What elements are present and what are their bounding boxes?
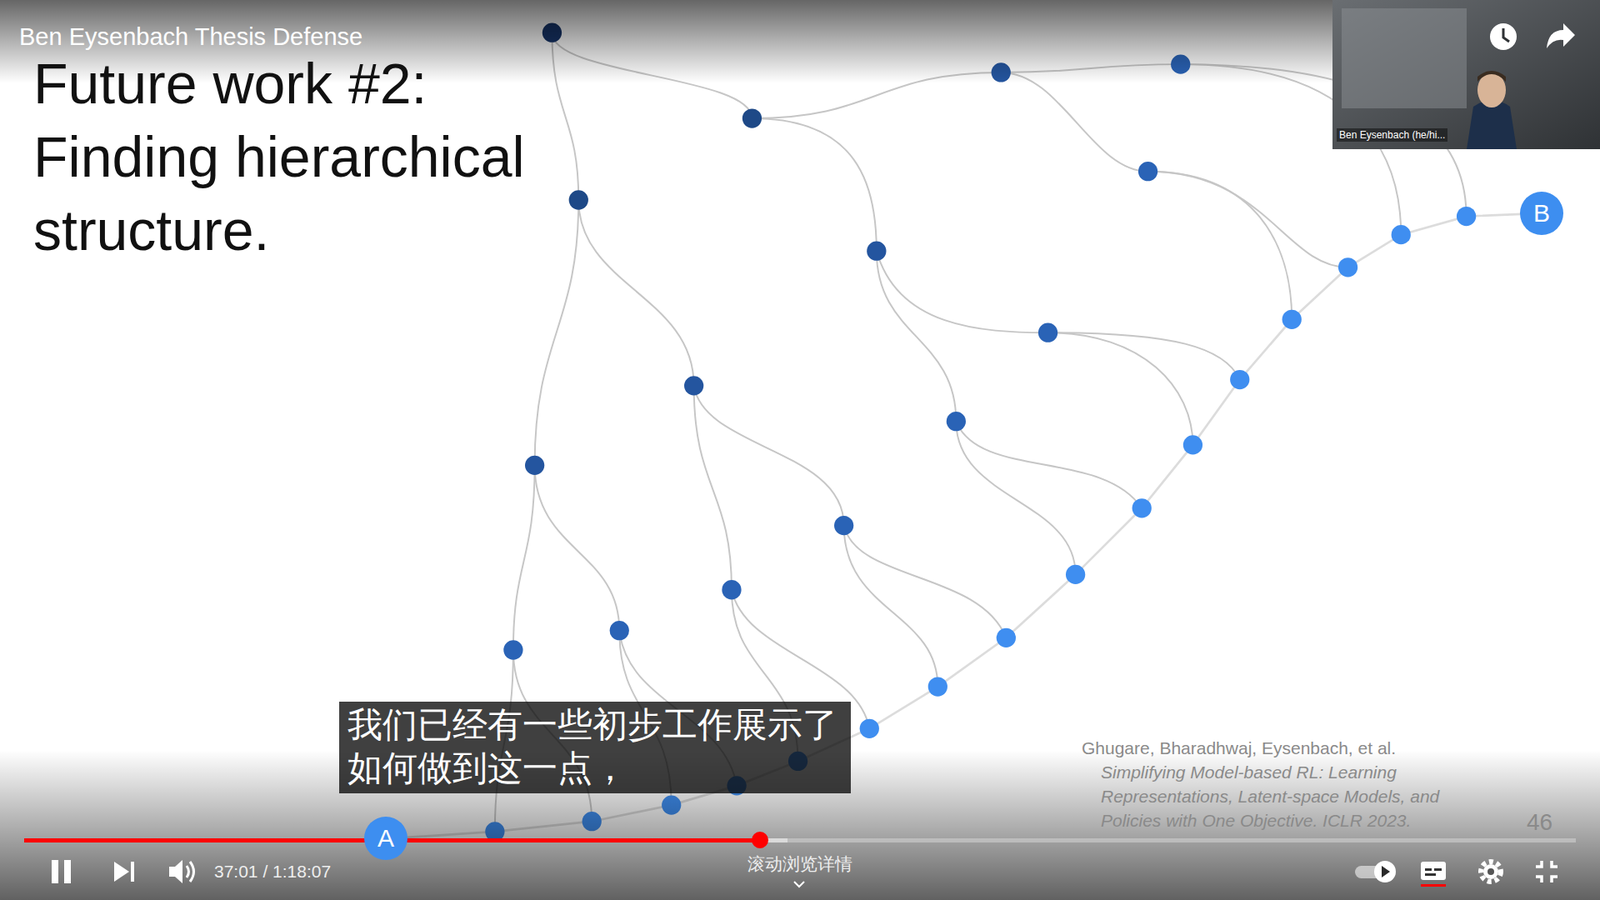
captions-icon	[1420, 861, 1446, 887]
captions-icon-part	[1425, 873, 1436, 876]
citation-title: Simplifying Model-based RL: Learning Rep…	[1100, 760, 1493, 833]
tree-branches-part	[694, 385, 732, 590]
slide-number: 46	[1526, 810, 1553, 835]
webcam-thumbnail-part	[1332, 0, 1600, 150]
tree-branches-part	[751, 118, 876, 251]
captions-icon-part	[1420, 861, 1446, 880]
autoplay-toggle-part	[1381, 865, 1390, 878]
slide-title: Future work #2: Finding hierarchical str…	[33, 46, 584, 267]
tree-dots-part	[996, 628, 1016, 648]
tree-branches-part	[535, 200, 580, 465]
video-title: Ben Eysenbach Thesis Defense	[19, 21, 363, 52]
fullscreen-exit-icon-part	[1535, 860, 1542, 867]
tree-branches-part	[876, 250, 957, 421]
pause-icon	[51, 860, 71, 884]
tree-dots-part	[503, 640, 523, 660]
subtitle: 我们已经有一些初步工作展示了 如何做到这一点，	[339, 701, 851, 794]
tree-dots-part	[742, 108, 762, 128]
volume-icon-part	[186, 865, 190, 878]
webcam-thumbnail	[1332, 0, 1600, 150]
node-label: B	[1533, 200, 1550, 226]
tree-branches-part	[694, 385, 845, 526]
volume-icon-part	[190, 861, 195, 882]
tree-branches-part	[535, 465, 620, 630]
tree-dots-part	[721, 580, 741, 600]
tree-dots-part	[1138, 161, 1158, 181]
tree-dots-part	[610, 620, 630, 640]
next-icon-part	[130, 861, 135, 882]
tree-branches-part	[1048, 332, 1194, 445]
tree-dots-part	[684, 375, 704, 395]
tree-dots-part	[1038, 323, 1058, 343]
fullscreen-exit-icon-part	[1551, 876, 1558, 883]
pause-icon-part	[64, 860, 71, 884]
fullscreen-exit-icon	[1535, 860, 1558, 883]
webcam-thumbnail-part	[1341, 8, 1467, 109]
tree-dots-part	[866, 241, 886, 261]
tree-dots-part	[1456, 206, 1476, 226]
citation-authors: Ghugare, Bharadhwaj, Eysenbach, et al.	[1081, 736, 1396, 760]
tree-branches-part	[1148, 171, 1293, 320]
tree-dots-part	[928, 676, 948, 696]
tree-dots-part	[1338, 257, 1358, 277]
next-icon-part	[114, 861, 130, 882]
tree-dots-part	[1065, 565, 1085, 585]
next-icon	[114, 861, 135, 882]
fullscreen-exit-icon-part	[1551, 860, 1558, 867]
tree-dots-part	[946, 411, 966, 431]
settings-icon-part	[1480, 861, 1501, 882]
tree-branches-part	[844, 525, 1007, 639]
captions-icon-part	[1425, 868, 1432, 871]
time-display: 37:01 / 1:18:07	[214, 860, 331, 883]
tree-dots-part	[1183, 435, 1203, 455]
volume-icon-part	[169, 860, 183, 884]
progress-bar-part	[751, 831, 769, 849]
clock-icon	[1490, 23, 1517, 50]
circle-node: A	[364, 816, 408, 860]
tree-dots-part	[1132, 498, 1152, 518]
tree-dots-part	[525, 455, 545, 475]
chevron-icon	[794, 881, 805, 887]
autoplay-toggle-part	[1374, 860, 1396, 883]
tree-dots-part	[860, 719, 880, 739]
tree-branches-part	[578, 200, 694, 386]
autoplay-toggle	[1355, 860, 1396, 883]
tree-branches-part	[955, 421, 1075, 575]
captions-icon-part	[1434, 868, 1442, 871]
tree-branches-part	[513, 465, 535, 650]
tree-branches-part	[1148, 171, 1349, 268]
fullscreen-exit-icon-part	[1535, 876, 1542, 883]
clock-icon-part	[1503, 28, 1510, 42]
tree-branches-part	[1000, 72, 1148, 172]
progress-bar-part	[24, 838, 1576, 843]
settings-icon-part	[1483, 864, 1499, 880]
tree-dots-part	[1230, 370, 1250, 390]
tree-branches-part	[844, 525, 939, 687]
node-label: A	[377, 825, 395, 851]
progress-bar	[24, 831, 1576, 849]
scroll-hint: 滚动浏览详情	[741, 853, 858, 875]
tree-dots-part	[569, 190, 589, 210]
webcam-name: Ben Eysenbach (he/hi...	[1336, 128, 1448, 142]
tree-branches-part	[955, 421, 1142, 509]
captions-icon-part	[1420, 884, 1446, 887]
clock-icon-part	[1490, 23, 1517, 50]
tree-dots-part	[834, 515, 854, 535]
circle-node: B	[1520, 191, 1564, 235]
settings-icon	[1480, 861, 1501, 882]
tree-dots-part	[1391, 225, 1411, 245]
settings-icon-part	[1487, 868, 1495, 875]
volume-icon	[169, 860, 195, 884]
share-icon	[1546, 23, 1575, 49]
webcam-thumbnail-part	[1477, 70, 1506, 82]
pause-icon-part	[51, 860, 59, 884]
tree-dots-part	[1282, 310, 1302, 330]
tree-branches-part	[1048, 332, 1240, 380]
